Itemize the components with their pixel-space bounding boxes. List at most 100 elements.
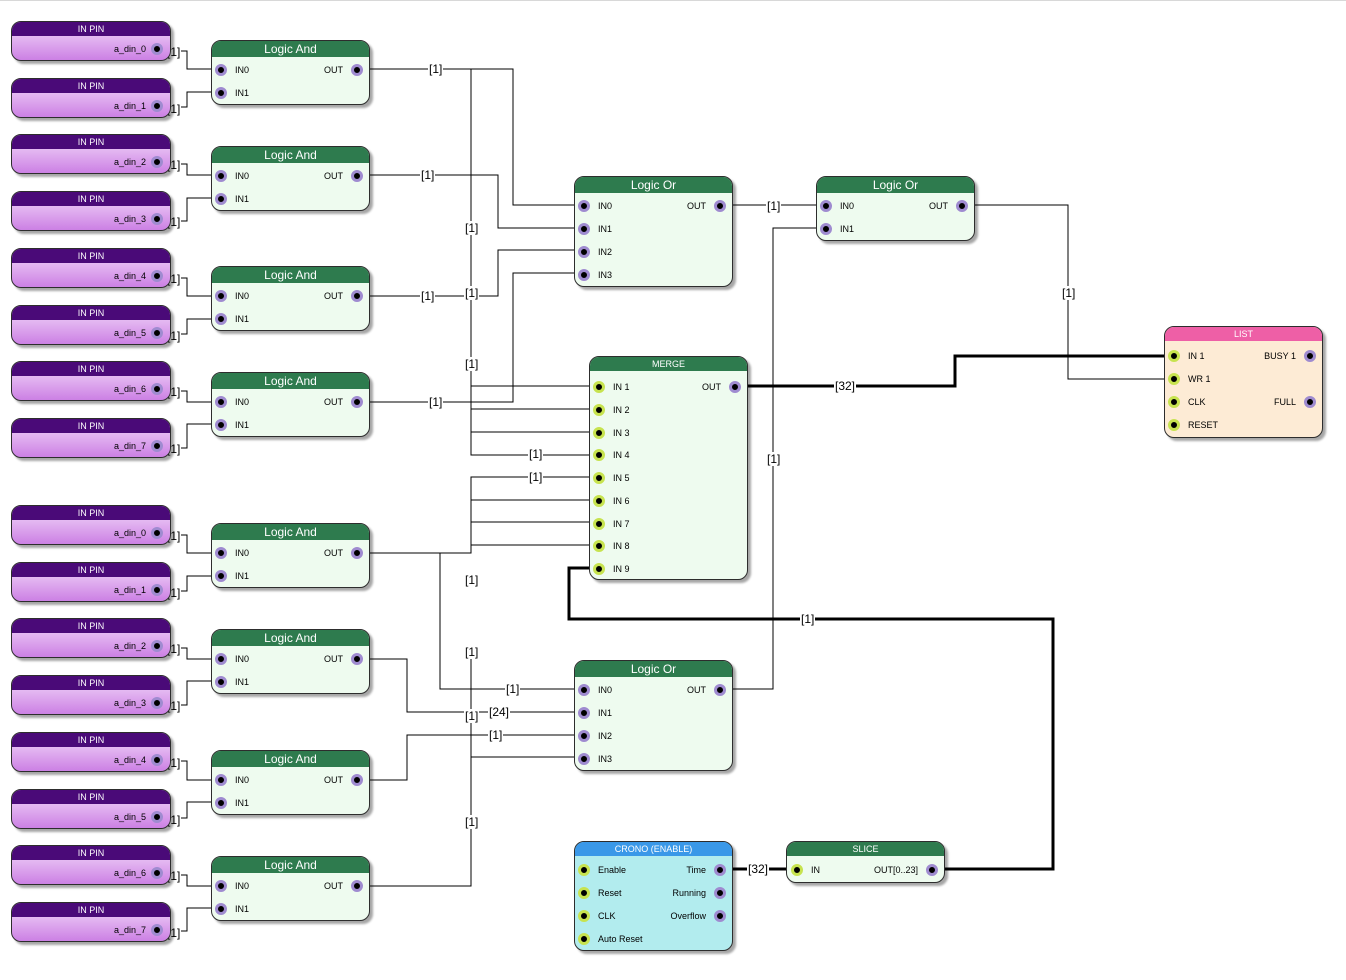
in1-port[interactable] [1168,350,1180,362]
out-port[interactable] [351,653,363,665]
out-port[interactable] [956,200,968,212]
crono-input-port[interactable] [578,887,590,899]
in1-port[interactable] [215,419,227,431]
crono-input-port[interactable] [578,933,590,945]
in-pin-output-port[interactable] [151,100,163,112]
in1-port[interactable] [215,87,227,99]
merge-out-port[interactable] [729,381,741,393]
out-port[interactable] [351,880,363,892]
in1-port[interactable] [215,570,227,582]
input-port[interactable] [578,707,590,719]
merge-input-port[interactable] [593,381,605,393]
input-port[interactable] [578,753,590,765]
input-port[interactable] [578,730,590,742]
in-pin-output-port[interactable] [151,924,163,936]
full-port[interactable] [1304,396,1316,408]
merge-input-port[interactable] [593,517,605,530]
in-pin-output-port[interactable] [151,156,163,168]
input-port[interactable] [578,223,590,235]
in-pin-output-port[interactable] [151,697,163,709]
in-pin-output-port[interactable] [151,43,163,55]
in-pin-output-port[interactable] [151,811,163,823]
in-pin-output-port[interactable] [151,754,163,766]
in0-port[interactable] [215,653,227,665]
merge-input-port[interactable] [593,472,605,484]
in0-port[interactable] [215,547,227,559]
merge-input-port[interactable] [593,563,605,575]
slice-in-port[interactable] [791,864,803,876]
input-port[interactable] [578,684,590,696]
merge-input-port[interactable] [593,426,605,439]
in-pin-output-port[interactable] [151,867,163,879]
merge-input-port[interactable] [593,540,605,553]
in0-port[interactable] [215,774,227,786]
in-pin-output-port[interactable] [151,527,163,539]
in0-port[interactable] [215,170,227,182]
merge-input-port[interactable] [593,494,605,507]
in1-port[interactable] [820,223,832,235]
in-pin-output-port[interactable] [151,640,163,652]
in1-port[interactable] [215,903,227,915]
in-pin-output-port[interactable] [151,440,163,452]
out-port[interactable] [714,684,726,696]
in1-port[interactable] [215,676,227,688]
out-port[interactable] [351,170,363,182]
merge-input-port[interactable] [593,403,605,416]
crono-output-port[interactable] [714,910,726,922]
in-pin-output-port[interactable] [151,327,163,339]
input-port[interactable] [578,200,590,212]
in1-port[interactable] [215,313,227,325]
in-pin-output-port[interactable] [151,213,163,225]
out-port[interactable] [351,774,363,786]
clk-port[interactable] [1168,396,1180,408]
crono-input-port[interactable] [578,864,590,876]
wr1-port[interactable] [1168,373,1180,385]
in1-port[interactable] [215,193,227,205]
out-port[interactable] [351,396,363,408]
in1-port[interactable] [215,797,227,809]
in0-port[interactable] [820,200,832,212]
crono-output-port[interactable] [714,887,726,899]
in-pin-output-port[interactable] [151,584,163,596]
out-port[interactable] [351,290,363,302]
crono-input-port[interactable] [578,910,590,922]
out-port[interactable] [351,64,363,76]
in-pin-output-port[interactable] [151,270,163,282]
merge-input-port[interactable] [593,449,605,462]
reset-port[interactable] [1168,419,1180,431]
out-port[interactable] [351,547,363,559]
in0-port[interactable] [215,880,227,892]
slice-out-port[interactable] [926,864,938,876]
in0-port[interactable] [215,396,227,408]
input-port[interactable] [578,269,590,281]
busy1-port[interactable] [1304,350,1316,362]
in0-port[interactable] [215,290,227,302]
